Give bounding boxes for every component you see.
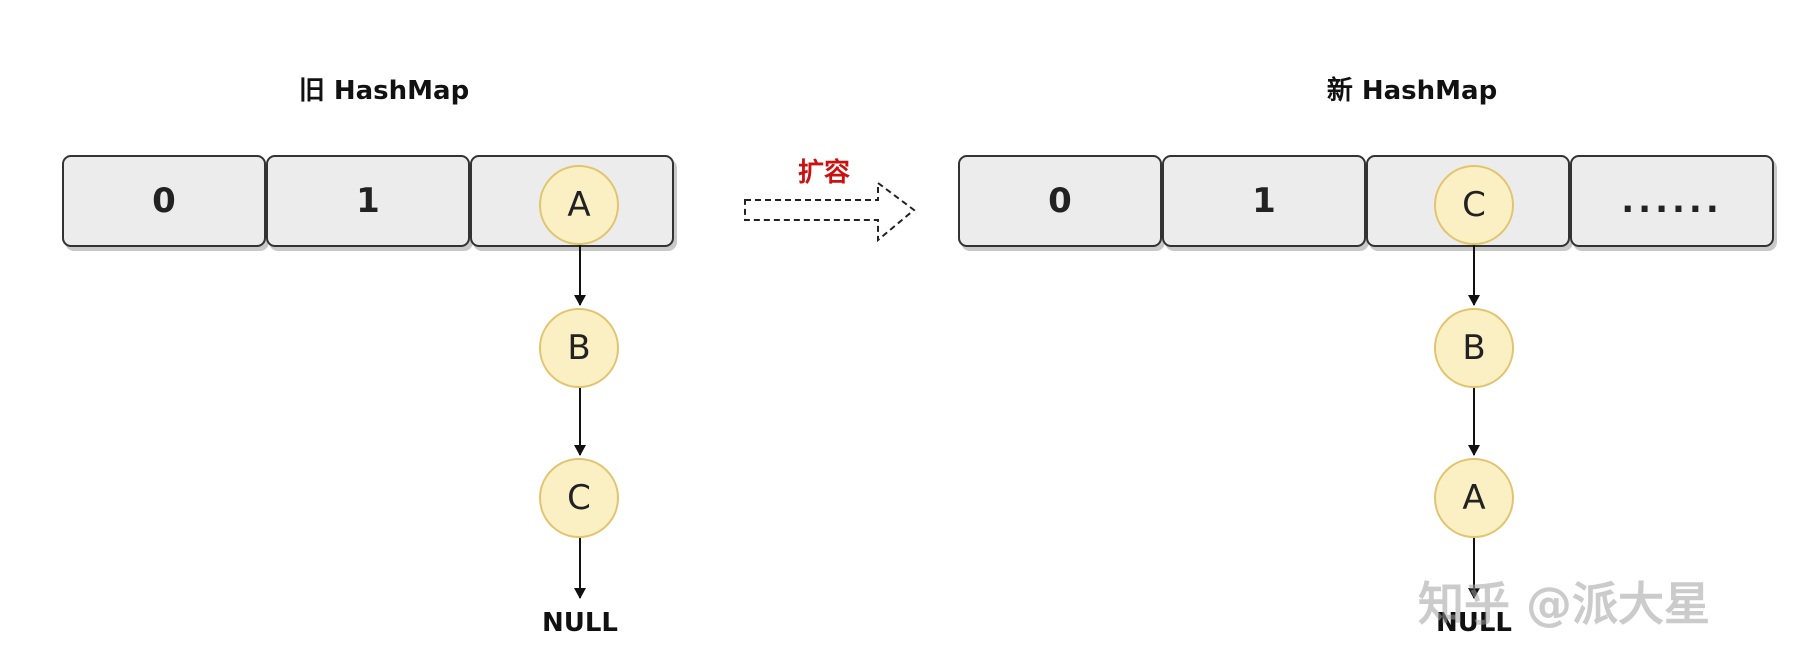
old-node-b: B (539, 308, 619, 388)
new-bucket-1: 1 (1162, 155, 1366, 247)
new-node-b: B (1434, 308, 1514, 388)
new-bucket-ellipsis: ...... (1570, 155, 1774, 247)
old-node-a: A (539, 165, 619, 245)
new-node-c: C (1434, 165, 1514, 245)
new-null-label: NULL (1435, 608, 1513, 638)
watermark: 知乎 @派大星 (1418, 577, 1711, 631)
expand-label: 扩容 (797, 158, 851, 188)
old-bucket-0: 0 (62, 155, 266, 247)
new-node-a: A (1434, 458, 1514, 538)
old-node-c: C (539, 458, 619, 538)
old-bucket-1: 1 (266, 155, 470, 247)
expand-arrow (744, 181, 916, 243)
new-hashmap-title: 新 HashMap (1326, 76, 1498, 106)
old-null-label: NULL (541, 608, 619, 638)
old-hashmap-title: 旧 HashMap (298, 76, 470, 106)
new-bucket-0: 0 (958, 155, 1162, 247)
